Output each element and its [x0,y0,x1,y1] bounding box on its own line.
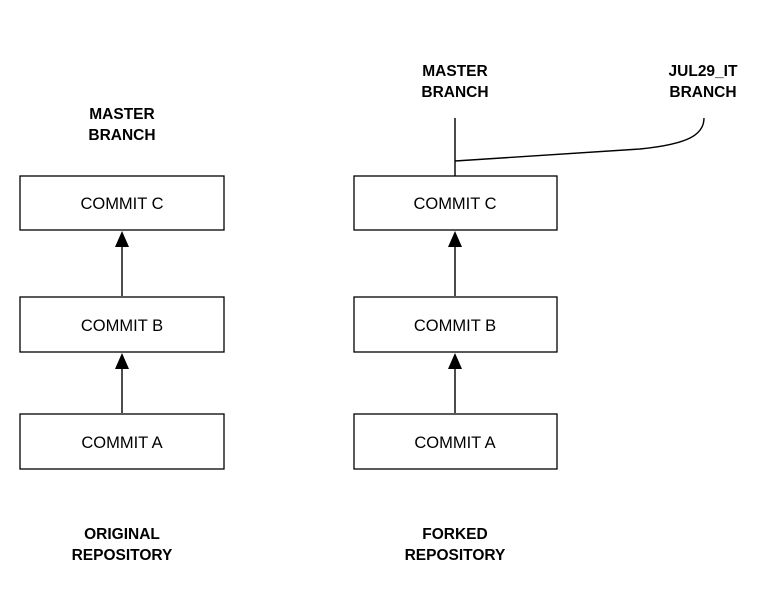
forked-arrowhead-c [448,231,462,247]
forked-commit-b-label: COMMIT B [414,317,496,335]
forked-commit-a-box [353,413,558,470]
original-commit-a-node: COMMIT A [19,413,225,470]
forked-commit-c-node: COMMIT C [353,175,558,231]
forked-caption-line2: REPOSITORY [405,547,506,564]
forked-commit-a-node: COMMIT A [353,413,558,470]
forked-commit-b-box [353,296,558,353]
forked-master-label-line1: MASTER [422,63,487,80]
original-commit-b-node: COMMIT B [19,296,225,353]
original-arrowhead-b [115,353,129,369]
original-commit-c-node: COMMIT C [19,175,225,231]
forked-feature-pointer-curve [454,117,705,162]
forked-caption-line1: FORKED [422,526,487,543]
forked-commit-a-label: COMMIT A [414,434,495,452]
forked-commit-c-label: COMMIT C [413,195,496,213]
original-commit-a-label: COMMIT A [81,434,162,452]
forked-repository: MASTER BRANCH JUL29_IT BRANCH COMMIT C C… [353,63,738,564]
original-repository: MASTER BRANCH COMMIT C COMMIT B COMMIT A… [19,106,225,564]
forked-arrowhead-b [448,353,462,369]
original-caption-line2: REPOSITORY [72,547,173,564]
forked-feature-label-line2: BRANCH [669,84,736,101]
original-master-label-line2: BRANCH [88,127,155,144]
forked-commit-b-node: COMMIT B [353,296,558,353]
original-caption-line1: ORIGINAL [84,526,160,543]
original-master-label-line1: MASTER [89,106,154,123]
original-commit-c-box [19,175,225,231]
original-commit-b-label: COMMIT B [81,317,163,335]
forked-commit-c-box [353,175,558,231]
original-commit-b-box [19,296,225,353]
original-commit-c-label: COMMIT C [80,195,163,213]
forked-master-label-line2: BRANCH [421,84,488,101]
forked-feature-label-line1: JUL29_IT [669,63,738,80]
original-arrowhead-c [115,231,129,247]
original-commit-a-box [19,413,225,470]
